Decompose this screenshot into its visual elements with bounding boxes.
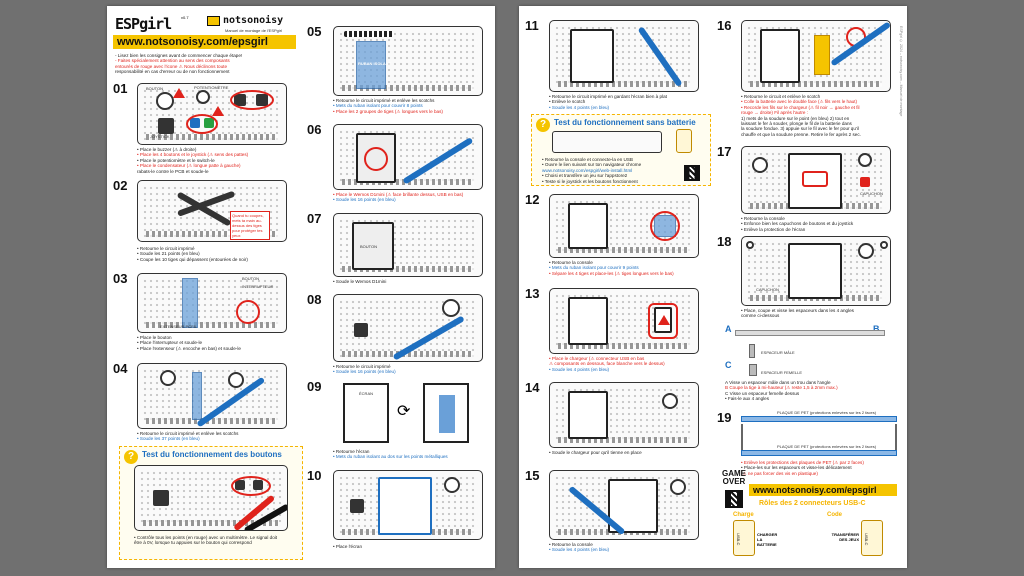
pcb-diagram: BOUTON POTENTIOMÈTRE JOYSTICK <box>137 83 287 145</box>
step-notes: • Soude le Wemos D1mini <box>333 279 387 284</box>
joystick-icon <box>158 118 174 134</box>
step-07: 07 BOUTON • Soude le Wemos D1mini <box>307 211 497 291</box>
flip-arrow-icon: ⟳ <box>397 403 411 420</box>
manual-page-1: ESPgirl v0.7 notsonoisy Manuel de montag… <box>107 6 495 568</box>
step-10: 10 • Place l'écran <box>307 468 497 554</box>
step-08: 08 • Retourne le circuit imprimé• Soude … <box>307 292 497 380</box>
manual-page-2: ESPgirl © 2024 – notsonoisy.com – Manuel… <box>519 6 907 568</box>
website-url[interactable]: www.notsonoisy.com/epsgirl <box>749 484 897 496</box>
step-notes: • Soude le chargeur pour qu'il tienne en… <box>549 450 642 455</box>
step-13: 13 • Place le chargeur (⚠ connecteur USB… <box>525 286 715 374</box>
qr-code-icon[interactable] <box>725 490 743 508</box>
step-11: 11 • Retourne le circuit imprimé en gard… <box>525 18 715 110</box>
usb-roles-title: Rôles des 2 connecteurs USB-C <box>759 500 866 507</box>
pet-plate-bottom <box>741 450 897 456</box>
step-notes: • Retourne le circuit imprimé et enlève … <box>137 431 239 442</box>
step-16: 16 • Retourne le circuit et enlève le sc… <box>717 18 907 144</box>
pcb-diagram: CAPUCHON <box>741 146 891 214</box>
spacer-diagram: A B ESPACEUR MÂLE C ESPACEUR FEMELLE A V… <box>725 324 891 406</box>
step-12: 12 • Retourne la console• Mets du ruban … <box>525 192 715 278</box>
screen-back-diagram <box>423 383 469 443</box>
pcb-diagram <box>549 470 699 540</box>
brand-name: notsonoisy <box>223 15 284 26</box>
pcb-diagram: CAPUCHON <box>741 236 891 306</box>
pcb-diagram <box>333 294 483 362</box>
female-spacer-icon <box>749 364 757 376</box>
pcb-diagram <box>134 465 288 531</box>
side-copyright: ESPgirl © 2024 – notsonoisy.com – Manuel… <box>899 26 903 117</box>
buzzer-icon <box>156 92 174 110</box>
step-notes: • Retourne l'écran• Mets du ruban isolan… <box>333 449 448 460</box>
step-notes: • Retourne le circuit imprimé et enlève … <box>333 98 443 114</box>
step-notes: • Retourne le circuit imprimé• Soude les… <box>333 364 396 375</box>
step-notes: • Place le bouton• Place l'interrupteur … <box>137 335 241 351</box>
step-notes: • Place le chargeur (⚠ connecteur USB en… <box>549 356 665 372</box>
step-notes: • Place le buzzer (⚠ à droite)• Place le… <box>137 147 249 174</box>
potentiometer-icon <box>196 90 210 104</box>
pcb-diagram <box>549 20 699 92</box>
step-notes: • Retourne le circuit imprimé en gardant… <box>549 94 667 110</box>
pcb-diagram <box>549 382 699 448</box>
step-19: 19 PLAQUE DE PET (protections enlevées s… <box>717 410 907 480</box>
version-label: v0.7 <box>181 15 189 20</box>
espgirl-logo: ESPgirl <box>115 15 172 33</box>
pcb-diagram: BOUTON <box>333 213 483 277</box>
pcb-diagram <box>137 363 287 429</box>
notsonoisy-logo-icon <box>207 16 220 26</box>
pet-plate-top <box>741 416 897 422</box>
step-18: 18 CAPUCHON • Place, coupe et visse les … <box>717 234 907 320</box>
step-notes: • Retourne la console• Soude les 4 point… <box>549 542 610 553</box>
screen-front-diagram: ÉCRAN <box>343 383 389 443</box>
step-notes: • Retourne le circuit imprimé• Soude les… <box>137 246 248 262</box>
pcb-diagram <box>741 20 891 92</box>
pcb-diagram: Quand tu coupes, mets ta main au-dessus … <box>137 180 287 242</box>
step-notes: • Retourne la console• Enfonce bien les … <box>741 216 854 232</box>
qr-code-icon <box>684 165 700 181</box>
pcb-diagram <box>333 124 483 190</box>
pcb-diagram <box>549 288 699 354</box>
manual-subtitle: Manuel de montage de l'ESPgirl <box>225 28 283 33</box>
pcb-diagram <box>549 194 699 258</box>
step-17: 17 CAPUCHON • Retourne la console• Enfon… <box>717 144 907 232</box>
step-15: 15 • Retourne la console• Soude les 4 po… <box>525 468 715 554</box>
step-01: 01 BOUTON POTENTIOMÈTRE JOYSTICK • Place… <box>113 81 303 174</box>
step-09: 09 ÉCRAN ⟳ • Retourne l'écran• Mets du r… <box>307 379 497 467</box>
warning-icon <box>173 88 185 98</box>
pcb-diagram <box>333 470 483 540</box>
website-url[interactable]: www.notsonoisy.com/epsgirl <box>113 35 296 49</box>
step-04: 04 • Retourne le circuit imprimé et enlè… <box>113 361 303 449</box>
male-spacer-icon <box>749 344 755 358</box>
battery-free-test-box: ? Test du fonctionnement sans batterie •… <box>531 114 711 186</box>
intro-text: - Lisez bien les consignes avant de comm… <box>115 53 243 75</box>
step-notes: • Enlève les protections des plaques de … <box>741 460 864 476</box>
question-icon: ? <box>536 118 550 132</box>
test-notes: • Retourne la console et connecte-la en … <box>542 157 642 184</box>
spacer-notes: A Visse un espaceur mâle dans un trou da… <box>725 380 838 402</box>
usb-c-icon: USB-C <box>861 520 883 556</box>
console-diagram <box>552 131 662 153</box>
step-notes: • Retourne le circuit et enlève le scotc… <box>741 94 861 137</box>
step-14: 14 • Soude le chargeur pour qu'il tienne… <box>525 380 715 464</box>
step-notes: • Place le Wemos D1mini (⚠ face brillant… <box>333 192 464 203</box>
step-06: 06 • Place le Wemos D1mini (⚠ face brill… <box>307 122 497 208</box>
question-icon: ? <box>124 450 138 464</box>
step-notes: • Place l'écran <box>333 544 363 549</box>
test-notes: • Contrôle tous les points (en rouge) av… <box>134 535 278 546</box>
step-notes: • Retourne la console• Mets du ruban iso… <box>549 260 674 276</box>
step-03: 03 BOUTON INTERRUPTEUR EXTENSEUR PCF8 • … <box>113 271 303 356</box>
step-02: 02 Quand tu coupes, mets ta main au-dess… <box>113 178 303 268</box>
step-notes: • Place, coupe et visse les espaceurs da… <box>741 308 854 319</box>
pcb-diagram: RUBAN ISOLANT <box>333 26 483 96</box>
buttons-test-box: ? Test du fonctionnement des boutons • C… <box>119 446 303 560</box>
usb-c-icon <box>676 129 692 153</box>
pcb-diagram: BOUTON INTERRUPTEUR EXTENSEUR PCF8 <box>137 273 287 333</box>
usb-c-icon: USB-C <box>733 520 755 556</box>
step-05: 05 RUBAN ISOLANT • Retourne le circuit i… <box>307 24 497 118</box>
